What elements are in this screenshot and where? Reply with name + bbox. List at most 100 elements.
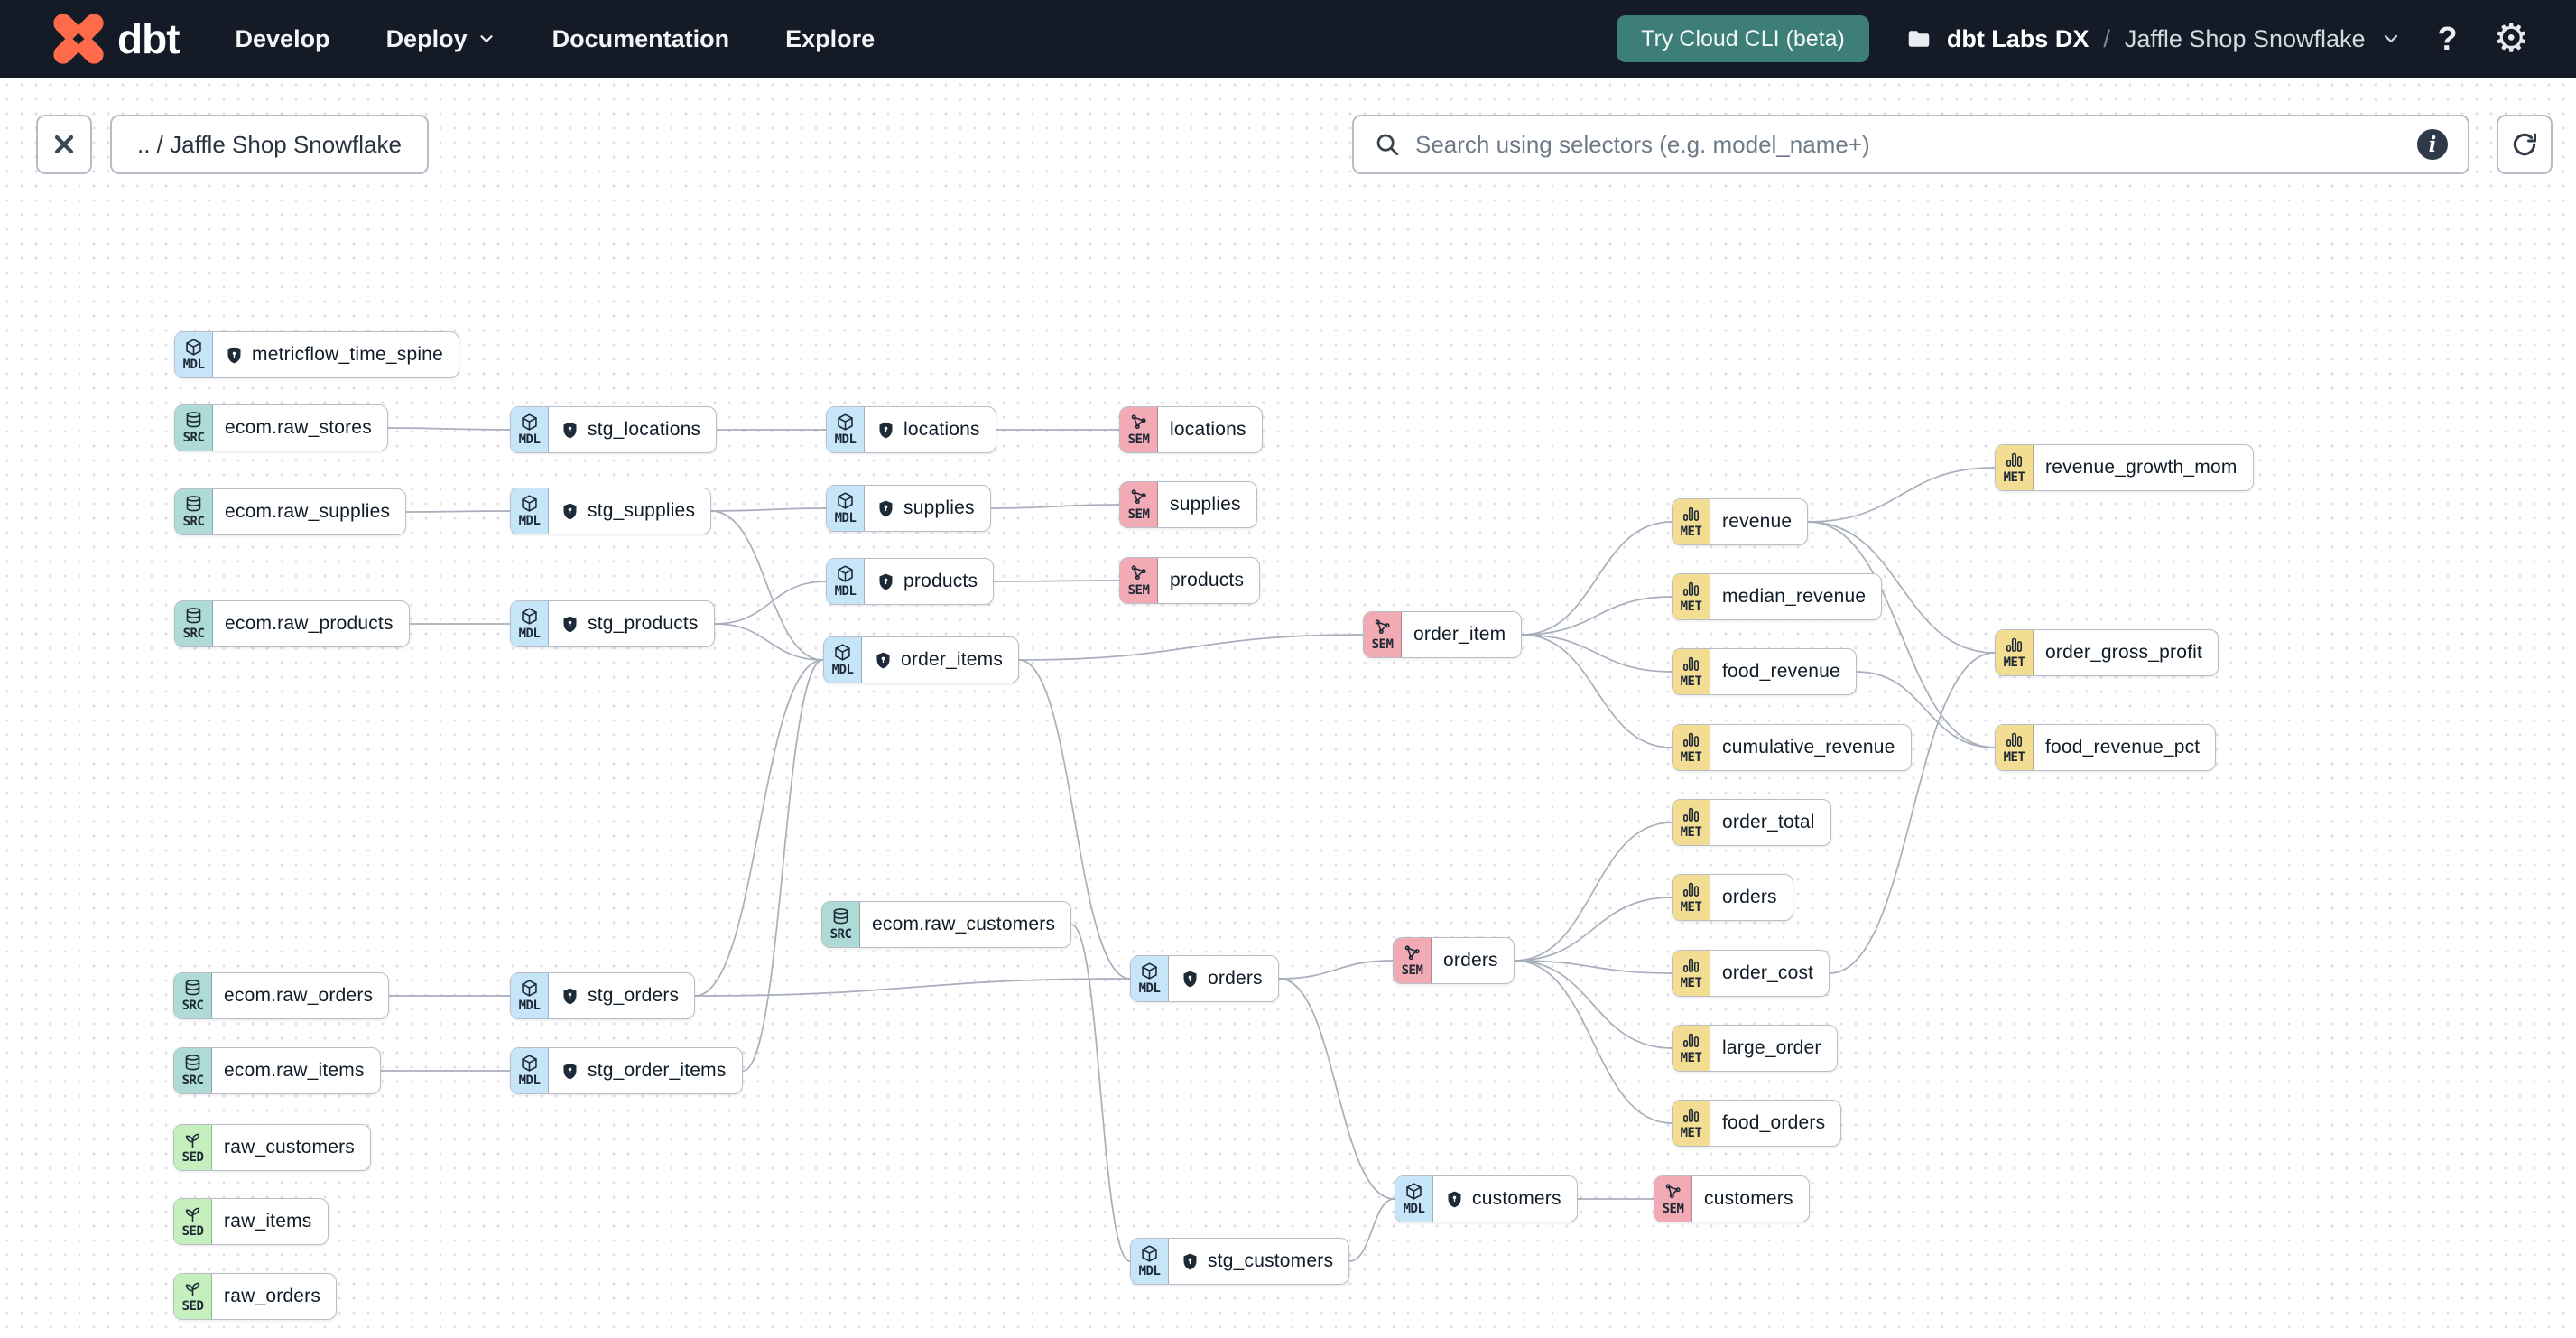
lineage-canvas[interactable] — [0, 78, 2576, 1338]
node-type-badge: MDL — [827, 407, 865, 452]
seed-icon — [185, 1207, 200, 1222]
dbt-logo[interactable]: dbt — [52, 13, 181, 65]
node-locations_mdl[interactable]: MDL locations — [826, 406, 996, 453]
metric-icon — [1683, 656, 1699, 671]
node-body: order_cost — [1710, 951, 1829, 996]
nav-link-deploy[interactable]: Deploy — [386, 25, 496, 53]
shield-icon — [563, 1063, 577, 1079]
node-type-label: MET — [2003, 470, 2025, 485]
node-label: order_item — [1413, 624, 1506, 645]
node-products_sem[interactable]: SEM products — [1119, 557, 1261, 604]
metric-icon — [1683, 506, 1699, 521]
info-icon[interactable]: i — [2417, 129, 2448, 160]
node-type-badge: MDL — [511, 1048, 549, 1093]
node-type-label: MET — [1680, 976, 1702, 990]
cube-icon — [522, 980, 537, 997]
shield-icon — [876, 652, 890, 668]
node-label: products — [1170, 570, 1245, 590]
semantic-model-icon — [1375, 619, 1390, 635]
account-name[interactable]: dbt Labs DX — [1946, 24, 2090, 52]
node-type-badge: MET — [1996, 445, 2034, 490]
breadcrumb[interactable]: .. / Jaffle Shop Snowflake — [110, 115, 429, 174]
database-icon — [185, 1055, 200, 1071]
try-cloud-cli-button[interactable]: Try Cloud CLI (beta) — [1617, 15, 1869, 62]
refresh-button[interactable] — [2497, 115, 2553, 174]
database-icon — [185, 980, 200, 996]
metric-icon — [1683, 581, 1699, 596]
node-type-label: SEM — [1401, 963, 1423, 978]
project-name[interactable]: Jaffle Shop Snowflake — [2124, 24, 2366, 52]
node-order_cost[interactable]: MET order_cost — [1672, 950, 1830, 997]
node-body: order_item — [1402, 612, 1521, 657]
chevron-down-icon[interactable] — [2380, 28, 2402, 50]
help-icon[interactable]: ? — [2437, 20, 2458, 57]
node-type-label: MDL — [518, 514, 541, 528]
node-body: ecom.raw_supplies — [213, 489, 405, 534]
node-label: order_total — [1722, 812, 1815, 832]
node-type-badge: SEM — [1120, 482, 1158, 527]
nav-link-documentation[interactable]: Documentation — [551, 24, 730, 52]
node-type-label: MET — [2003, 750, 2025, 765]
node-type-badge: SRC — [174, 973, 212, 1018]
node-label: metricflow_time_spine — [252, 344, 443, 365]
nav-link-develop[interactable]: Develop — [235, 24, 330, 52]
nav-link-explore[interactable]: Explore — [785, 24, 876, 52]
node-type-badge: SED — [174, 1274, 212, 1319]
metric-icon — [1683, 958, 1699, 972]
cube-icon — [522, 495, 537, 512]
node-label: locations — [1170, 419, 1246, 440]
shield-icon — [879, 500, 893, 516]
chevron-down-icon — [479, 35, 493, 42]
semantic-model-icon — [1404, 945, 1420, 961]
close-button[interactable] — [36, 115, 92, 174]
shield-icon — [1183, 971, 1197, 987]
node-type-badge: MET — [1673, 649, 1710, 694]
node-body: stg_products — [549, 601, 714, 646]
node-type-badge: SED — [174, 1199, 212, 1244]
node-type-badge: SEM — [1120, 558, 1158, 603]
node-type-badge: MET — [1996, 630, 2034, 675]
node-label: locations — [903, 419, 980, 440]
search-input[interactable] — [1413, 129, 2405, 160]
metric-icon — [1683, 1108, 1699, 1122]
node-type-badge: MET — [1673, 951, 1710, 996]
gear-icon[interactable]: ⚙ — [2493, 16, 2529, 60]
